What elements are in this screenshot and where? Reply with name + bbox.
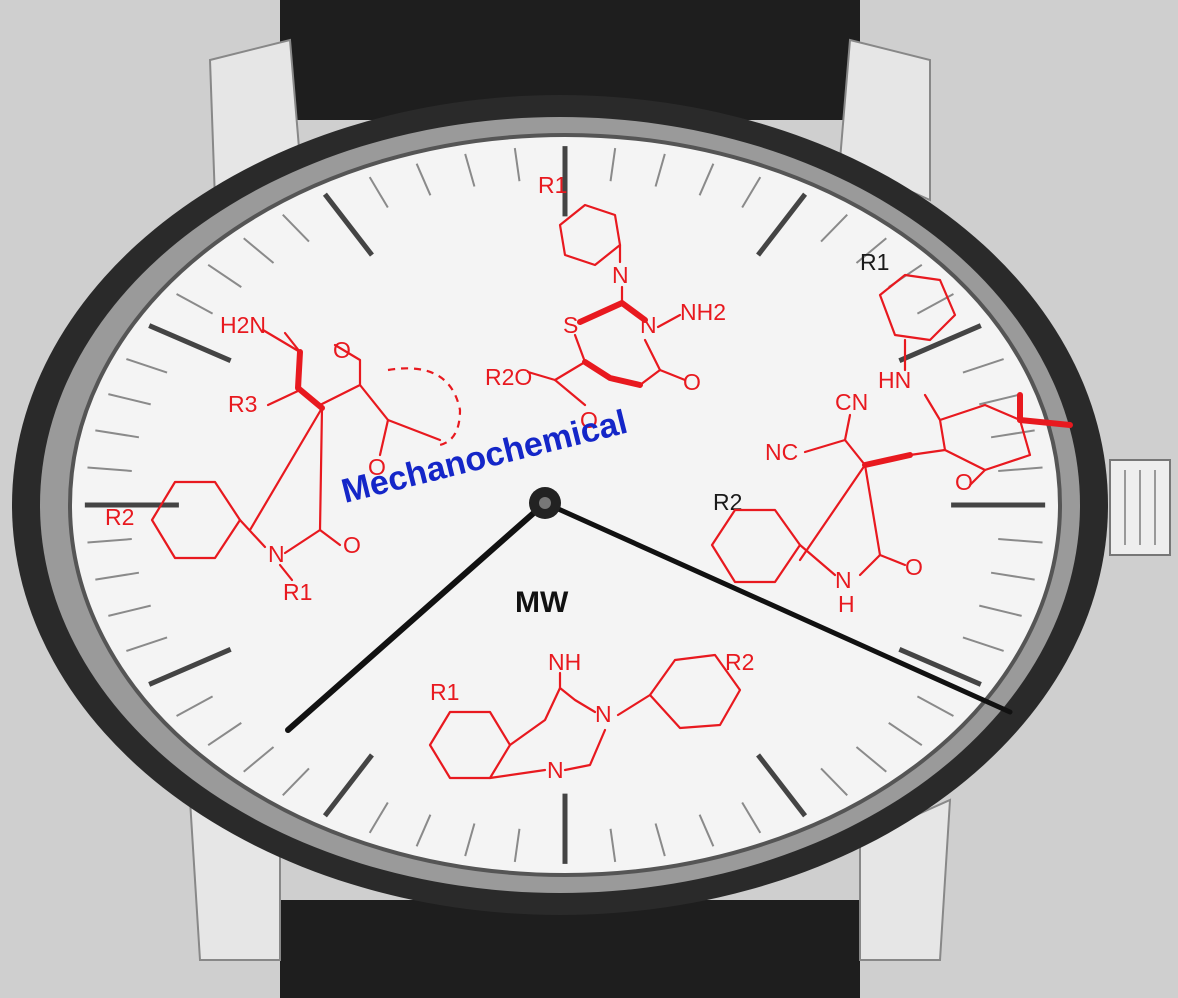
thiazine-structure: R1 N S N NH2 R2O O O [485,172,726,433]
minor-tick [855,237,887,264]
pyran-o-amide-label: O [343,532,361,558]
minor-tick [979,604,1022,617]
spiro-nc-label: NC [765,439,798,465]
spiro-r1-label: R1 [860,249,889,275]
thiazine-s-label: S [563,312,578,338]
major-tick [322,753,374,818]
major-tick [148,647,232,687]
minor-tick [513,147,521,182]
minor-tick [464,153,476,187]
pyran-nh2-label: H2N [220,312,266,338]
minor-tick [243,237,275,264]
minor-tick [513,828,521,863]
quinazoline-r1-label: R1 [430,679,459,705]
minor-tick [990,429,1035,439]
minor-tick [95,429,140,439]
thiazine-o-ketone-label: O [683,369,701,395]
spiro-o-ketone-label: O [955,469,973,495]
minor-tick [95,571,140,581]
thiazine-n-imine-label: N [612,262,629,288]
minor-tick [609,147,617,182]
minor-tick [243,746,275,773]
thiazine-r2o-label: R2O [485,364,532,390]
major-tick [756,192,808,257]
minor-tick [609,828,617,863]
quinazoline-n-bottom-label: N [547,757,564,783]
hour-hand-icon [285,500,548,733]
quinazoline-n-ring-label: N [595,701,612,727]
spiro-cn-top-label: CN [835,389,868,415]
quinazoline-nh-label: NH [548,649,581,675]
major-tick [322,192,374,257]
minor-tick [368,801,389,834]
minor-tick [282,767,310,797]
thiazine-r1-label: R1 [538,172,567,198]
minor-tick [464,823,476,857]
pyran-r3-label: R3 [228,391,257,417]
spiro-nh-label: N [835,567,852,593]
minor-tick [415,814,432,847]
thiazine-nh2-label: NH2 [680,299,726,325]
minute-hand-icon [542,500,1013,715]
minor-tick [207,264,242,288]
mw-label: MW [515,586,569,619]
thiazine-o-carbonyl-label: O [580,407,598,433]
minor-tick [207,722,242,746]
pyran-r2-label: R2 [105,504,134,530]
minor-tick [741,176,762,209]
minor-tick [654,153,666,187]
spiro-structure: R1 HN CN NC O R2 N H O [710,249,1073,617]
minor-tick [820,213,848,243]
minor-tick [998,466,1043,472]
major-tick [898,647,982,687]
pyran-o-keto-label: O [368,454,386,480]
minor-tick [698,163,715,196]
minor-tick [126,358,168,374]
minor-tick [998,538,1043,544]
minor-tick [126,636,168,652]
lug-top-right [838,38,931,202]
watch-face-icon [68,133,1062,877]
minor-tick [654,823,666,857]
pyran-structure: H2N O R3 O R2 N O R1 [105,312,462,605]
minor-tick [698,814,715,847]
minor-tick [979,393,1022,406]
minor-tick [962,636,1004,652]
pyran-r1-label: R1 [283,579,312,605]
minor-tick [888,722,923,746]
quinazoline-r2-label: R2 [725,649,754,675]
minor-tick [962,358,1004,374]
quinazoline-structure: NH R1 N N R2 [428,649,754,783]
spiro-hn-label: HN [878,367,911,393]
minor-tick [282,213,310,243]
major-tick [148,323,232,363]
minor-tick [176,293,214,315]
minor-tick [108,393,151,406]
spiro-h-label: H [838,591,855,617]
strap-bottom [280,900,860,998]
pyran-n-label: N [268,541,285,567]
minor-tick [415,163,432,196]
minor-tick [87,538,132,544]
minor-tick [990,571,1035,581]
minor-tick [87,466,132,472]
spiro-o-amide-label: O [905,554,923,580]
dial-ticks [84,146,1046,864]
major-tick [756,753,808,818]
minor-tick [108,604,151,617]
minor-tick [741,801,762,834]
minor-tick [820,767,848,797]
minor-tick [368,176,389,209]
major-tick [898,323,982,363]
minor-tick [916,695,954,717]
minor-tick [855,746,887,773]
minor-tick [176,695,214,717]
